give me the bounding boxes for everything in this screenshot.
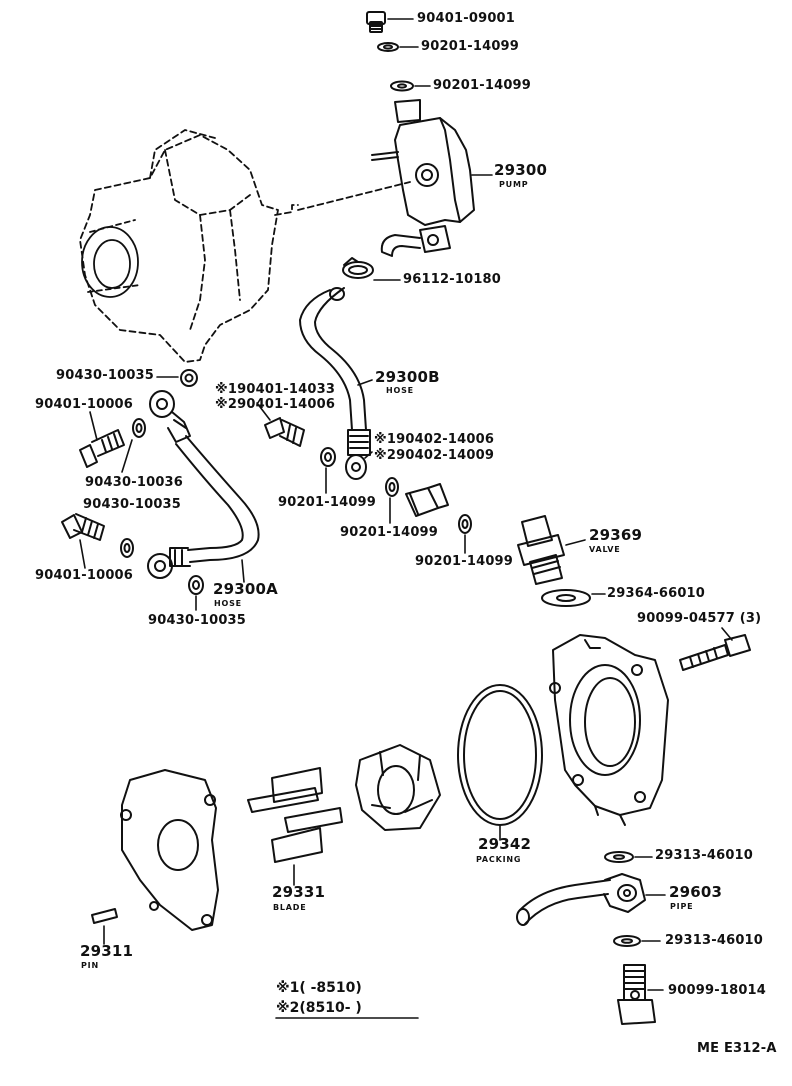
- bolt-90099-04577: [679, 627, 751, 671]
- blades: [247, 767, 343, 886]
- label-90430-10035-a: 90430-10035: [56, 368, 155, 383]
- note-2: ※2(8510- ): [276, 1000, 362, 1016]
- label-90401-10006-a: 90401-10006: [35, 397, 134, 412]
- figure-code: ME E312-A: [697, 1041, 777, 1056]
- label-29364-66010: 29364-66010: [607, 586, 706, 601]
- union-bolt-90401-14033: [256, 402, 305, 447]
- pin: [91, 908, 118, 945]
- label-29603-pipe: PIPE: [670, 902, 694, 911]
- washer-90201-14099-c: [320, 447, 336, 494]
- label-29313-46010-a: 29313-46010: [655, 848, 754, 863]
- washer-90430-10036: [121, 418, 146, 473]
- bolt-90401-10006-b: [61, 513, 105, 569]
- label-x1-90402-14006: ※190402-14006: [374, 432, 495, 447]
- label-90401-09001: 90401-09001: [417, 11, 516, 26]
- label-29300A-hose: HOSE: [214, 599, 242, 608]
- label-90401-10006-b: 90401-10006: [35, 568, 134, 583]
- end-plate: [120, 769, 219, 931]
- washer-90430-10035-a: [156, 369, 198, 387]
- label-90430-10035-b: 90430-10035: [83, 497, 182, 512]
- rotor: [355, 744, 441, 831]
- label-90430-10036: 90430-10036: [85, 475, 184, 490]
- label-90099-18014: 90099-18014: [668, 983, 767, 998]
- packing-ring: [457, 684, 543, 841]
- label-29342: 29342: [478, 835, 532, 853]
- washer-top-1: [377, 42, 419, 52]
- vacuum-pump: [371, 99, 493, 257]
- label-90201-14099-top-1: 90201-14099: [421, 39, 520, 54]
- label-29331: 29331: [272, 883, 326, 901]
- alternator-outline: [79, 129, 411, 363]
- pipe-29603: [516, 873, 666, 926]
- label-29369-valve: VALVE: [589, 545, 621, 554]
- washer-90430-10035-b: [120, 538, 134, 558]
- washer-90430-10035-c: [188, 575, 204, 611]
- label-29311: 29311: [80, 942, 134, 960]
- label-29313-46010-b: 29313-46010: [665, 933, 764, 948]
- label-29300-pump: PUMP: [499, 180, 529, 189]
- label-x1-90401-14033: ※190401-14033: [215, 382, 336, 397]
- label-90430-10035-c: 90430-10035: [148, 613, 247, 628]
- hose-29300B: [299, 287, 373, 480]
- hose-clamp: [342, 257, 401, 281]
- washer-90201-14099-d: [385, 477, 399, 524]
- label-90201-14099-d: 90201-14099: [340, 525, 439, 540]
- label-x2-90401-14006: ※290401-14006: [215, 397, 336, 412]
- washer-29313-46010-b: [613, 935, 661, 947]
- label-29603: 29603: [669, 883, 723, 901]
- alternator-pulley: [81, 219, 141, 298]
- label-29300: 29300: [494, 161, 548, 179]
- label-x2-90402-14009: ※290402-14009: [374, 448, 495, 463]
- check-valve: [517, 515, 586, 585]
- label-29300A: 29300A: [213, 580, 278, 598]
- union-bolt-90099-18014: [617, 964, 664, 1025]
- hose-29300A: [147, 390, 260, 583]
- label-90201-14099-e: 90201-14099: [415, 554, 514, 569]
- label-29369: 29369: [589, 526, 643, 544]
- union-bolt-90402-14006: [364, 451, 449, 517]
- label-29300B: 29300B: [375, 368, 440, 386]
- label-29342-packing: PACKING: [476, 855, 522, 864]
- label-96112-10180: 96112-10180: [403, 272, 502, 287]
- label-90099-04577: 90099-04577 (3): [637, 611, 762, 626]
- washer-top-2: [390, 80, 431, 92]
- label-29311-pin: PIN: [81, 961, 99, 970]
- bolt-90401-10006-a: [79, 411, 125, 468]
- note-1: ※1( -8510): [276, 980, 362, 996]
- plug-90401-09001: [366, 11, 414, 33]
- pump-housing: [549, 634, 669, 826]
- label-90201-14099-top-2: 90201-14099: [433, 78, 532, 93]
- label-29300B-hose: HOSE: [386, 386, 414, 395]
- washer-29313-46010-a: [604, 851, 653, 863]
- label-90201-14099-c: 90201-14099: [278, 495, 377, 510]
- label-29331-blade: BLADE: [273, 903, 307, 912]
- gasket-29364-66010: [541, 589, 606, 607]
- washer-90201-14099-e: [458, 514, 472, 554]
